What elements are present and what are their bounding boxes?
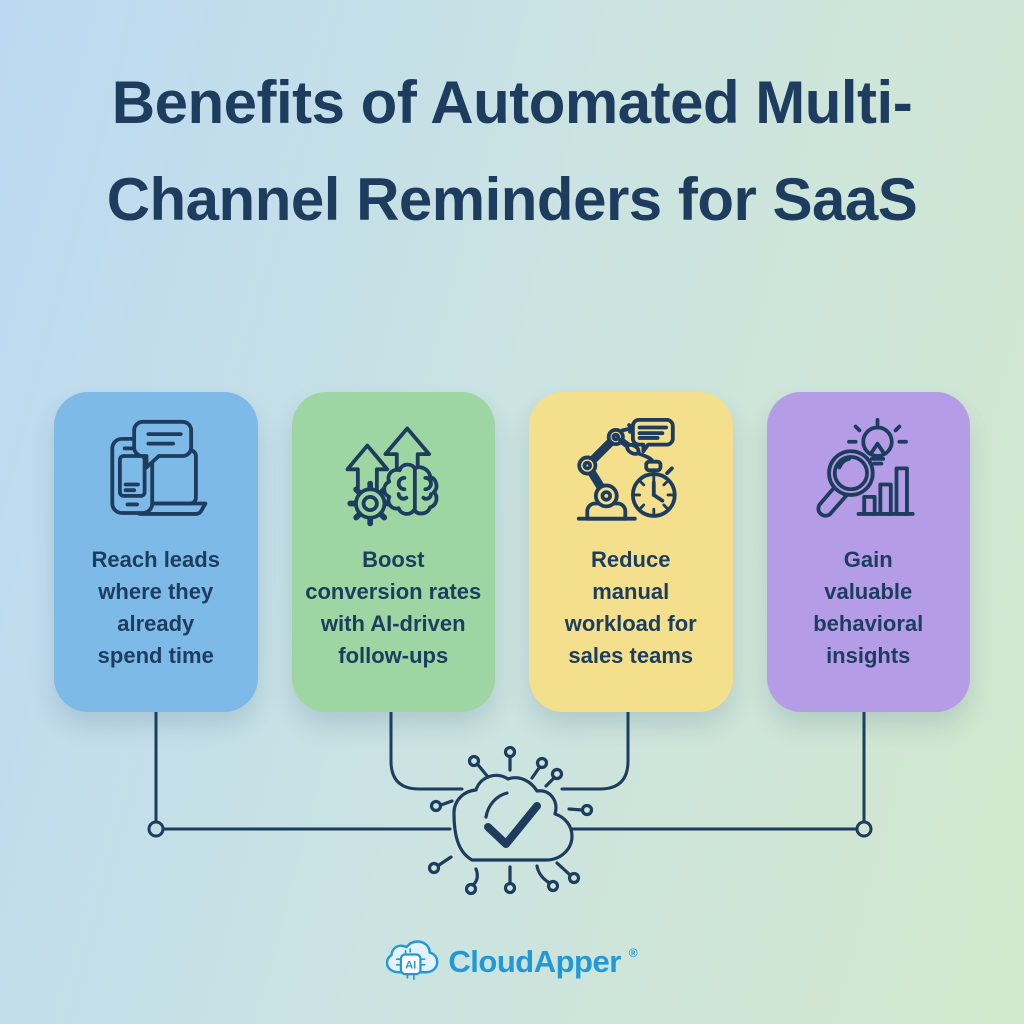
cloudapper-cloud-ai-icon: AI: [386, 938, 440, 991]
registered-trademark-symbol: ®: [628, 946, 638, 960]
benefit-card-text: Reach leads where they already spend tim…: [91, 547, 220, 668]
robot-arm-stopwatch-icon: [571, 416, 691, 534]
benefit-card-boost-conversion: Boost conversion rates with AI-driven fo…: [291, 392, 495, 712]
benefit-card-reduce-workload: Reduce manual workload for sales teams: [529, 392, 733, 712]
devices-chat-icon: [96, 416, 216, 534]
benefit-card-text: Reduce manual workload for sales teams: [564, 547, 697, 668]
benefit-card-text: Boost conversion rates with AI-driven fo…: [305, 547, 482, 668]
benefit-card-behavioral-insights: Gain valuable behavioral insights: [766, 392, 970, 712]
cloudapper-logo: AI CloudApper ®: [0, 938, 1024, 991]
title-line-2: Channel Reminders for SaaS: [106, 166, 918, 234]
cloud-check-network-icon: [427, 745, 594, 896]
title-line-1: Benefits of Automated Multi-: [111, 69, 913, 136]
magnifier-bulb-chart-icon: [808, 416, 928, 534]
page-title: Benefits of Automated Multi- Channel Remi…: [40, 54, 984, 248]
benefit-card-text: Gain valuable behavioral insights: [813, 547, 924, 668]
benefit-card-reach-leads: Reach leads where they already spend tim…: [54, 392, 258, 712]
growth-gear-brain-icon: [333, 416, 453, 534]
benefit-cards-row: Reach leads where they already spend tim…: [54, 392, 970, 712]
svg-text:AI: AI: [405, 960, 416, 972]
cloudapper-brand-text: CloudApper: [448, 944, 621, 979]
